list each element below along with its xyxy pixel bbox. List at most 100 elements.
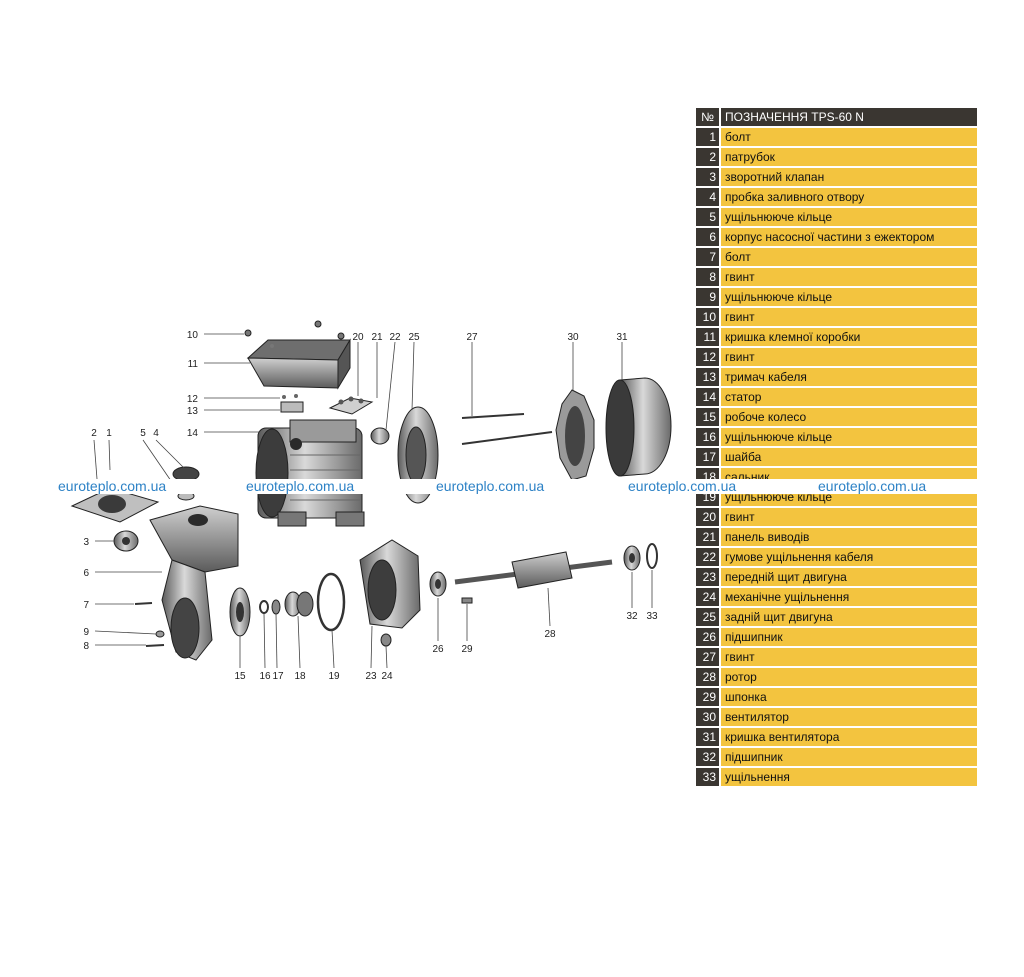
legend-row-label: зворотний клапан [721, 168, 977, 186]
impeller [229, 587, 251, 637]
legend-row-number: 21 [696, 528, 719, 546]
legend-row-number: 4 [696, 188, 719, 206]
cover-screws [244, 320, 345, 348]
legend-row-number: 24 [696, 588, 719, 606]
legend-row-label: ущільнююче кільце [721, 288, 977, 306]
small-fasteners [134, 602, 165, 647]
callout-labels: 10 11 12 13 14 2 1 5 4 3 6 7 9 8 15 16 1… [83, 330, 658, 682]
legend-row-label: підшипник [721, 748, 977, 766]
legend-row-label: гвинт [721, 348, 977, 366]
terminal-box-cover [246, 338, 351, 390]
legend-row-number: 5 [696, 208, 719, 226]
callout-3: 3 [83, 537, 89, 548]
legend-row-number: 20 [696, 508, 719, 526]
shaft-key [461, 597, 473, 604]
legend-row-label: механічне ущільнення [721, 588, 977, 606]
legend-row-label: гвинт [721, 508, 977, 526]
legend-row-number: 11 [696, 328, 719, 346]
callout-16: 16 [259, 671, 271, 682]
callout-29: 29 [461, 644, 473, 655]
legend-row-label: патрубок [721, 148, 977, 166]
callout-6: 6 [83, 568, 89, 579]
legend-row-number: 25 [696, 608, 719, 626]
legend-header: № ПОЗНАЧЕННЯ TPS-60 N [696, 108, 977, 126]
legend-row-number: 6 [696, 228, 719, 246]
rotor [454, 551, 613, 589]
legend-row-label: корпус насосної частини з ежектором [721, 228, 977, 246]
callout-22: 22 [389, 332, 401, 343]
legend-row-number: 32 [696, 748, 719, 766]
legend-header-title: ПОЗНАЧЕННЯ TPS-60 N [721, 108, 977, 126]
legend-row-number: 31 [696, 728, 719, 746]
rear-bearing [623, 545, 641, 571]
callout-21: 21 [371, 332, 383, 343]
legend-row-label: ущільнення [721, 768, 977, 786]
callout-8: 8 [83, 641, 89, 652]
callout-15: 15 [234, 671, 246, 682]
callout-7: 7 [83, 600, 89, 611]
watermark-text: euroteplo.com.ua [246, 478, 355, 494]
stator [255, 419, 365, 527]
watermark-text: euroteplo.com.ua [436, 478, 545, 494]
legend-row-label: болт [721, 248, 977, 266]
callout-33: 33 [646, 611, 658, 622]
callout-10: 10 [187, 330, 199, 341]
legend-row-label: болт [721, 128, 977, 146]
callout-18: 18 [294, 671, 306, 682]
legend-row-label: шайба [721, 448, 977, 466]
legend-row-number: 13 [696, 368, 719, 386]
callout-11: 11 [188, 359, 199, 370]
check-valve [113, 530, 139, 552]
legend-row-number: 17 [696, 448, 719, 466]
watermark-strip: euroteplo.com.ua euroteplo.com.ua eurotepl… [0, 479, 1024, 494]
callout-27: 27 [466, 332, 478, 343]
front-motor-shield [359, 539, 421, 629]
terminal-panel [328, 396, 374, 415]
gland-seal [284, 591, 314, 617]
legend-row-label: ротор [721, 668, 977, 686]
o-ring [316, 572, 346, 632]
callout-17: 17 [272, 671, 284, 682]
callout-1: 1 [106, 428, 112, 439]
legend-row-label: вентилятор [721, 708, 977, 726]
callout-20: 20 [352, 332, 364, 343]
legend-row-number: 22 [696, 548, 719, 566]
fan [555, 389, 595, 481]
mechanical-seal [380, 633, 392, 647]
legend-row-number: 14 [696, 388, 719, 406]
front-bearing [429, 571, 447, 597]
legend-row-number: 7 [696, 248, 719, 266]
legend-header-num: № [696, 108, 719, 126]
legend-row-label: гвинт [721, 648, 977, 666]
legend-row-label: панель виводів [721, 528, 977, 546]
watermark-text: euroteplo.com.ua [628, 478, 737, 494]
cable-holder [280, 394, 304, 413]
callout-13: 13 [187, 406, 199, 417]
fan-cover [605, 377, 672, 477]
legend-row-number: 29 [696, 688, 719, 706]
watermark-text: euroteplo.com.ua [818, 478, 927, 494]
callout-9: 9 [83, 627, 89, 638]
long-screws [461, 413, 553, 445]
callout-4: 4 [153, 428, 159, 439]
legend-row-number: 23 [696, 568, 719, 586]
